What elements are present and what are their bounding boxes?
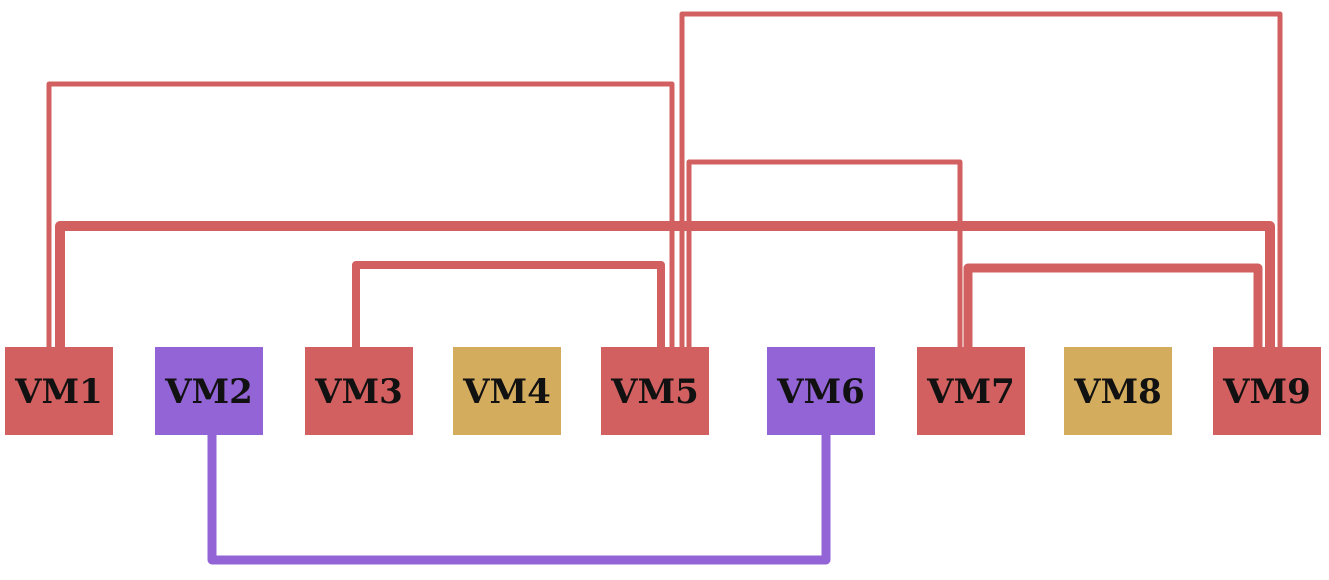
node-vm1-label: VM1 (14, 372, 103, 412)
node-vm3[interactable]: VM3 (305, 347, 413, 435)
node-vm7-label: VM7 (926, 372, 1015, 412)
node-vm4-label: VM4 (462, 372, 551, 412)
nodes-layer: VM1 VM2 VM3 VM4 VM5 VM6 VM7 VM8 VM9 (5, 347, 1321, 435)
node-vm9-box (1213, 347, 1321, 435)
node-vm6[interactable]: VM6 (767, 347, 875, 435)
node-vm7-box (917, 347, 1025, 435)
node-vm5-label: VM5 (610, 372, 699, 412)
edge-vm3-vm5 (352, 261, 665, 355)
node-vm2-label: VM2 (164, 372, 253, 412)
node-vm8-box (1064, 347, 1172, 435)
node-vm9[interactable]: VM9 (1213, 347, 1321, 435)
node-vm6-box (767, 347, 875, 435)
node-vm4[interactable]: VM4 (453, 347, 561, 435)
edge-vm7-vm9 (963, 263, 1263, 356)
edge-vm2-vm6 (207, 426, 831, 565)
node-vm1[interactable]: VM1 (5, 347, 113, 435)
node-vm1-box (5, 347, 113, 435)
edge-vm1-vm9 (55, 221, 1275, 356)
edge-vm5-vm7 (686, 159, 963, 354)
node-vm8[interactable]: VM8 (1064, 347, 1172, 435)
node-vm8-label: VM8 (1073, 372, 1162, 412)
node-vm4-box (453, 347, 561, 435)
edge-vm1-vm5 (46, 81, 675, 354)
node-vm3-box (305, 347, 413, 435)
node-vm5-box (601, 347, 709, 435)
node-vm2-box (155, 347, 263, 435)
edges-layer (46, 11, 1283, 565)
edge-vm5-vm9 (679, 11, 1283, 354)
node-vm7[interactable]: VM7 (917, 347, 1025, 435)
node-vm6-label: VM6 (776, 372, 865, 412)
node-vm3-label: VM3 (314, 372, 403, 412)
node-vm9-label: VM9 (1222, 372, 1311, 412)
node-vm5[interactable]: VM5 (601, 347, 709, 435)
node-vm2[interactable]: VM2 (155, 347, 263, 435)
